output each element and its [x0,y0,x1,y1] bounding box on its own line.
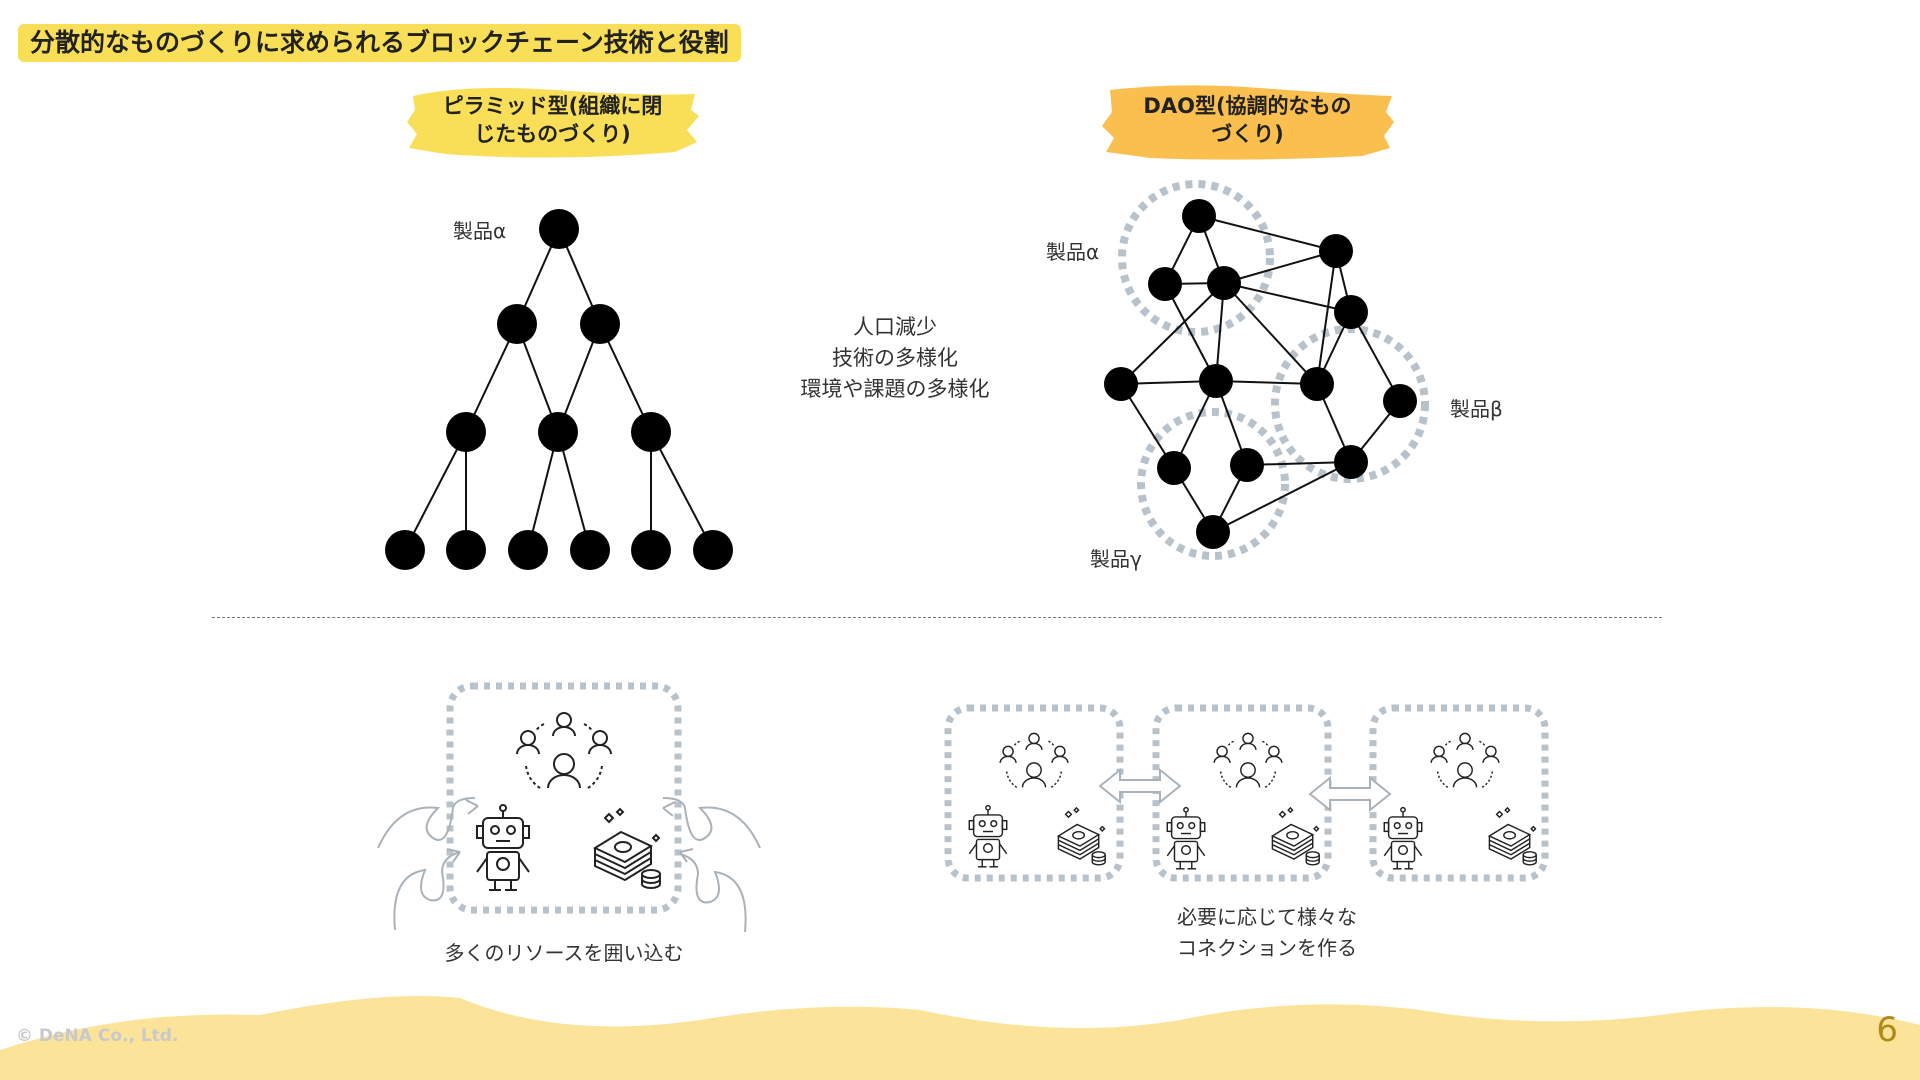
arrow-in-top-right-icon [662,797,761,849]
dao-heading: DAO型(協調的なもの づくり) [1100,82,1395,160]
resource-enclosure [446,682,682,914]
section-divider [212,617,1662,618]
dao-label-alpha: 製品α [1046,240,1100,264]
money-stack-icon [1057,807,1106,866]
incoming-arrows [377,797,761,933]
pyramid-product-label: 製品α [453,219,507,243]
brush-stroke-orange [1102,85,1394,160]
bottom-right-caption: 必要に応じて様々な コネクションを作る [1112,902,1422,964]
bottom-right-caption-line1: 必要に応じて様々な [1177,905,1357,929]
robot-icon [1383,806,1423,870]
dao-heading-line2: づくり) [1211,122,1284,146]
connected-units [944,704,1549,882]
arrow-in-top-left-icon [377,797,476,849]
dao-nodes [1104,199,1417,549]
money-stack-icon [594,808,661,889]
center-line-1: 人口減少 [853,315,937,339]
robot-icon [1166,806,1206,870]
robot-icon [476,804,530,891]
people-group-icon [1430,732,1500,789]
page-number: 6 [1876,1010,1898,1050]
double-arrows [1098,767,1392,813]
people-group-icon [999,732,1069,789]
pyramid-nodes [385,209,733,570]
money-stack-icon [1271,807,1320,866]
pyramid-heading: ピラミッド型(組織に閉 じたものづくり) [405,82,700,160]
dao-clusters [1118,180,1429,560]
robot-icon [968,804,1008,868]
center-line-2: 技術の多様化 [832,346,958,370]
bottom-left-caption: 多くのリソースを囲い込む [444,941,684,965]
bottom-wave [0,996,1920,1080]
brush-stroke-yellow [407,88,699,158]
slide-title: 分散的なものづくりに求められるブロックチェーン技術と役割 [18,24,741,62]
bottom-right-caption-line2: コネクションを作る [1177,936,1357,960]
dao-label-gamma: 製品γ [1090,547,1142,571]
dao-label-beta: 製品β [1450,397,1503,421]
center-line-3: 環境や課題の多様化 [800,377,990,401]
dao-heading-line1: DAO型(協調的なもの [1143,94,1352,118]
people-group-icon [516,712,612,789]
pyramid-heading-line1: ピラミッド型(組織に閉 [442,94,663,118]
double-arrow-icon [1098,767,1182,805]
people-group-icon [1213,732,1283,789]
double-arrow-icon [1308,775,1392,813]
center-trends-text: 人口減少 技術の多様化 環境や課題の多様化 [770,312,1020,405]
pyramid-heading-line2: じたものづくり) [474,122,631,146]
money-stack-icon [1488,807,1537,866]
copyright-text: © DeNA Co., Ltd. [16,1026,179,1046]
